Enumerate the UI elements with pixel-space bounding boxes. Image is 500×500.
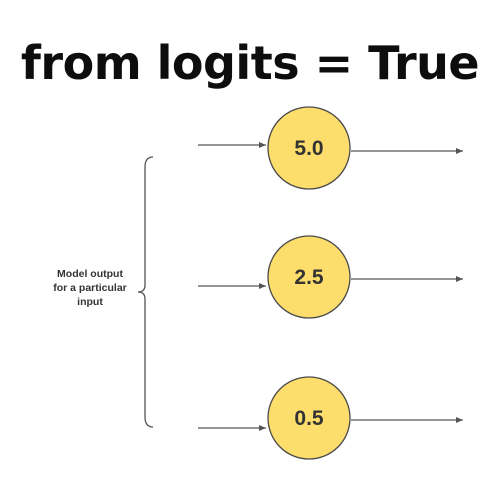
- page-title: from logits = True: [20, 36, 480, 90]
- node-circle-2: [267, 235, 351, 319]
- curly-bracket: [137, 156, 154, 428]
- node-circle-3: [267, 376, 351, 460]
- node-label-1: 5.0: [294, 137, 323, 160]
- annotation-line-2: for a particular: [53, 282, 127, 294]
- annotation-line-3: input: [77, 296, 103, 308]
- model-output-annotation: Model output for a particular input: [40, 267, 140, 309]
- node-circle-1: [267, 106, 351, 190]
- node-label-2: 2.5: [294, 266, 324, 289]
- annotation-line-1: Model output: [57, 268, 123, 280]
- node-label-3: 0.5: [294, 407, 324, 430]
